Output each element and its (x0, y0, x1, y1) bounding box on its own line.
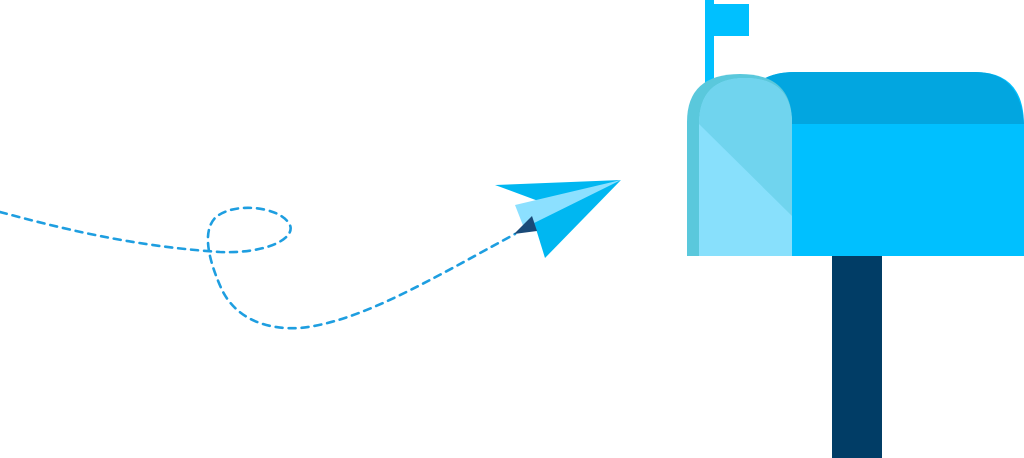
flag-banner (705, 4, 749, 36)
plane-right-wing (532, 180, 621, 258)
mailbox-post (832, 256, 882, 458)
mailbox-door-top (699, 78, 792, 216)
mailbox-roof (742, 72, 1024, 125)
mailbox-icon (687, 0, 1024, 458)
flag-pole (705, 0, 714, 88)
plane-fold-dark (514, 216, 537, 234)
flight-path (0, 206, 517, 330)
paper-plane-icon (495, 180, 621, 258)
mailbox-flag-icon (705, 0, 749, 88)
plane-fold-light (515, 180, 621, 228)
plane-left-wing (495, 180, 621, 202)
